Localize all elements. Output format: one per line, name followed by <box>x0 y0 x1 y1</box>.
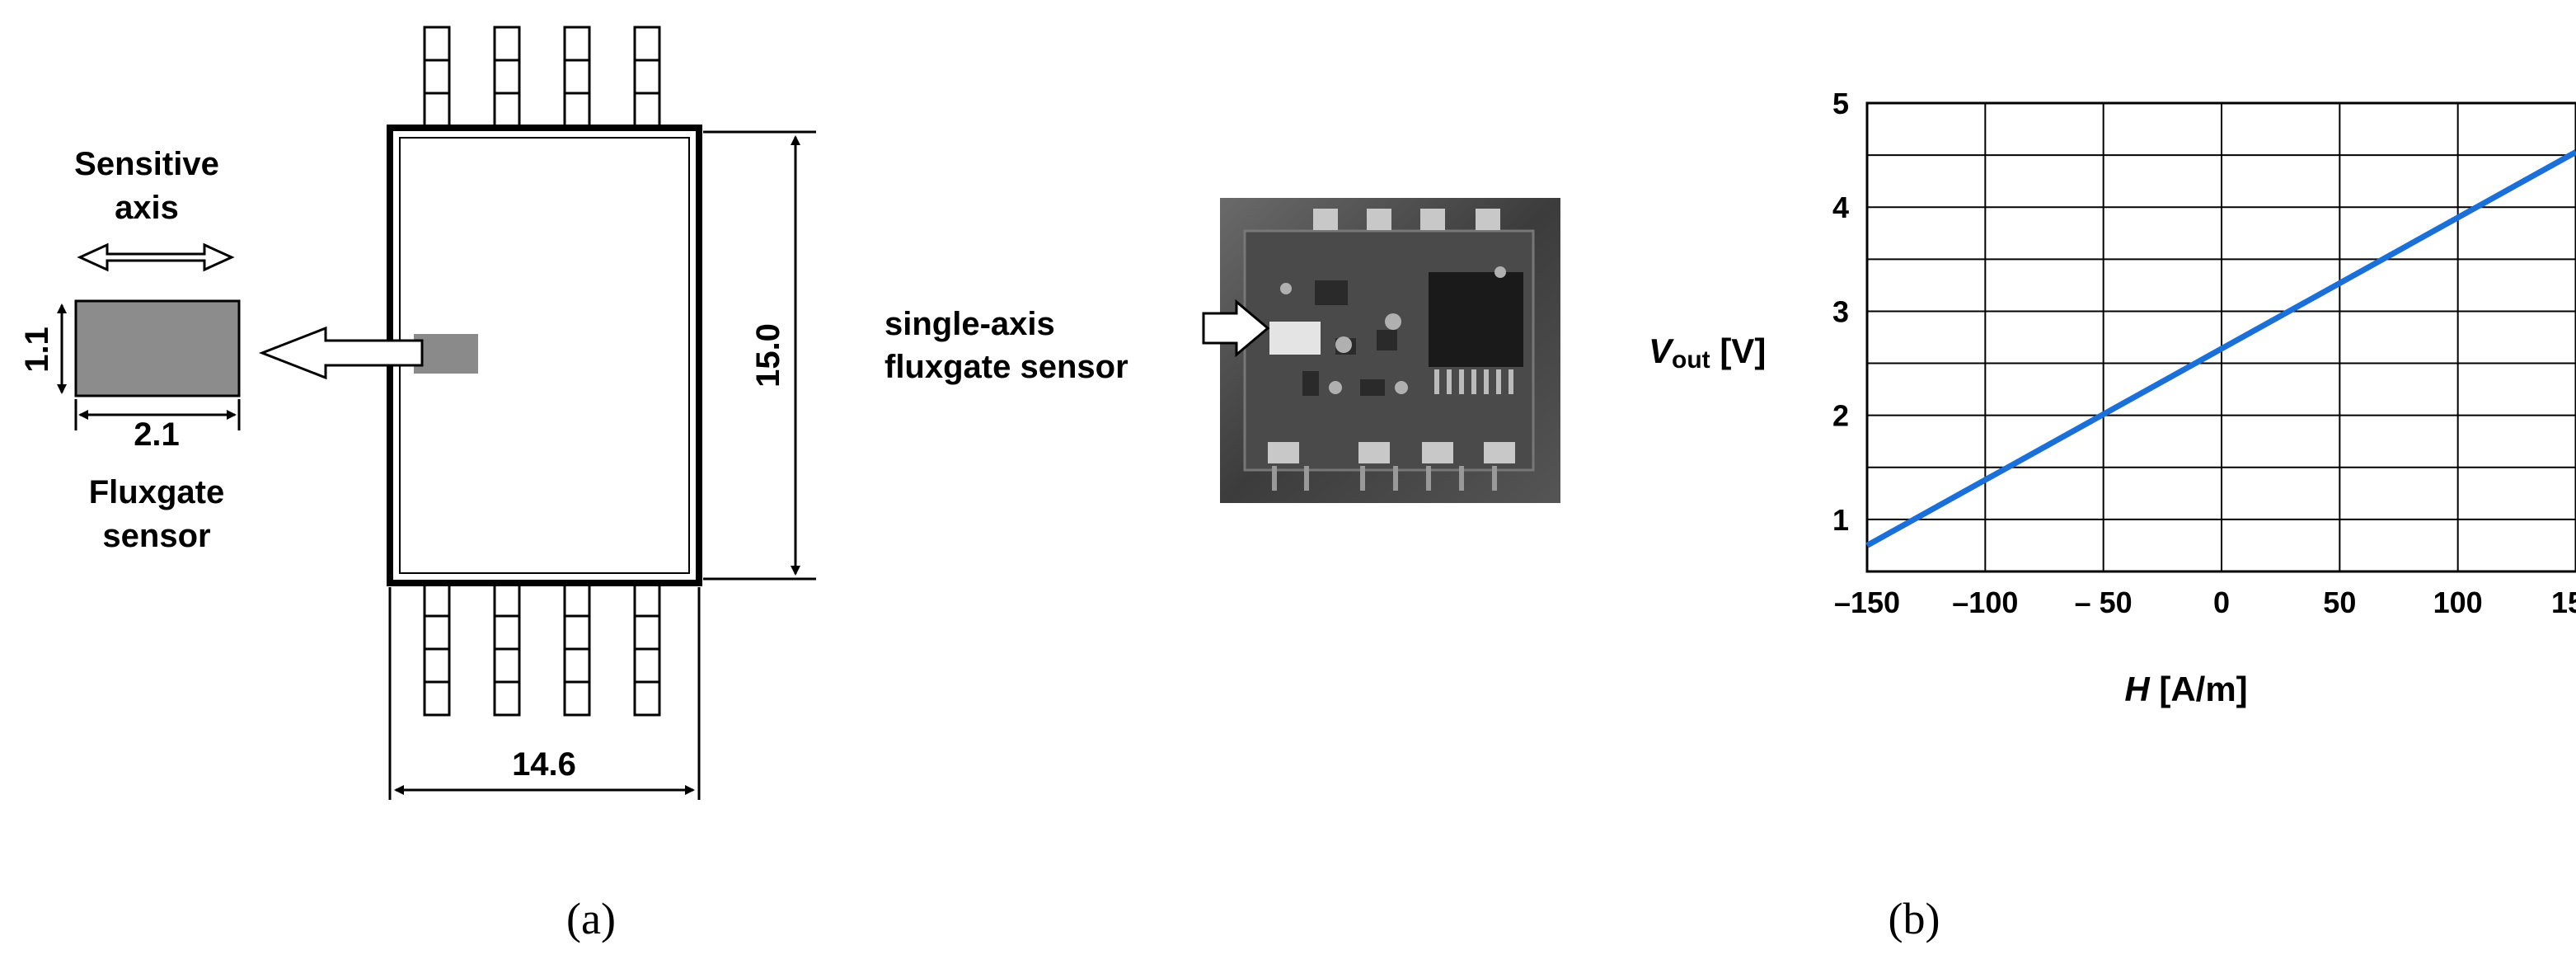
bottom-pins <box>423 581 661 717</box>
y-tick-label: 1 <box>1832 503 1849 537</box>
package-height-label: 15.0 <box>750 323 786 388</box>
package-width-label: 14.6 <box>512 746 576 783</box>
package-drawing: 14.6 15.0 <box>258 26 816 800</box>
x-tick-label: –100 <box>1952 585 2018 619</box>
y-axis-label: Vout [V] <box>1649 332 1766 374</box>
embedded-sensor <box>414 334 478 374</box>
sensitive-axis-label-1: Sensitive <box>74 146 219 182</box>
y-tick-label: 2 <box>1832 399 1849 433</box>
pcb-photo: single-axis fluxgate sensor <box>884 191 1560 505</box>
y-tick-label: 4 <box>1832 190 1849 224</box>
sensor-width-label: 2.1 <box>134 416 180 453</box>
photo-callout-1: single-axis <box>884 306 1055 342</box>
photo-callout-2: fluxgate sensor <box>884 349 1128 385</box>
sensor-height-label: 1.1 <box>19 327 55 373</box>
sensor-detail: Sensitive axis 1.1 2.1 Fluxgate sensor <box>19 146 241 554</box>
sensitive-axis-label-2: axis <box>115 190 179 226</box>
caption-a: (a) <box>566 894 616 943</box>
chart: –150 –100 – 50 0 50 100 150 1 2 3 4 5 H [A/m] Vout … <box>1649 87 2576 708</box>
caption-b: (b) <box>1889 894 1940 943</box>
chart-ticks: –150 –100 – 50 0 50 100 150 1 2 3 4 5 <box>1832 87 2576 619</box>
sensitive-axis-arrow <box>77 242 235 272</box>
sensor-name-2: sensor <box>102 518 210 554</box>
zoom-arrow <box>258 326 424 380</box>
top-pins <box>423 26 661 128</box>
x-tick-label: 150 <box>2551 585 2576 619</box>
y-tick-label: 3 <box>1832 294 1849 328</box>
x-tick-label: 50 <box>2323 585 2356 619</box>
chart-series <box>1865 149 2576 548</box>
ic-chip <box>1429 272 1523 367</box>
chart-grid <box>1865 101 2576 573</box>
x-tick-label: 0 <box>2213 585 2230 619</box>
series-line <box>1865 149 2576 548</box>
x-tick-label: –150 <box>1834 585 1900 619</box>
y-tick-label: 5 <box>1832 87 1849 120</box>
fluxgate-sensor-rect <box>74 299 241 397</box>
sensor-name-1: Fluxgate <box>89 474 224 510</box>
x-tick-label: – 50 <box>2075 585 2133 619</box>
photo-fluxgate-sensor <box>1269 322 1321 355</box>
x-axis-label: H [A/m] <box>2124 670 2247 708</box>
x-tick-label: 100 <box>2433 585 2483 619</box>
photo-callout-arrow <box>1202 299 1270 358</box>
